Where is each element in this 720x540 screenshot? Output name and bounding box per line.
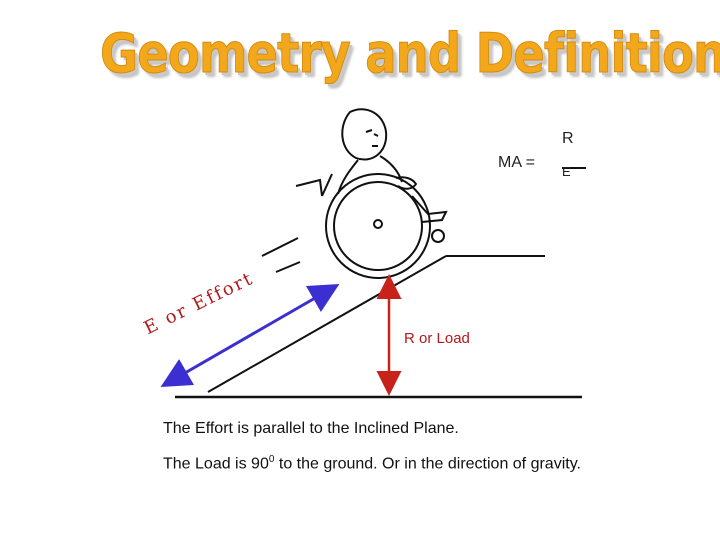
effort-arrow <box>160 284 340 387</box>
ma-formula-label: MA = <box>498 154 535 171</box>
caption-effort: The Effort is parallel to the Inclined P… <box>163 420 459 437</box>
load-label: R or Load <box>404 330 470 347</box>
wheelchair-rider <box>295 108 448 279</box>
caption-load-text-2: to the ground. Or in the direction of gr… <box>274 455 581 473</box>
formula-denominator: E <box>562 164 571 179</box>
formula-numerator: R <box>562 130 574 147</box>
caption-load: The Load is 900 to the ground. Or in the… <box>163 454 581 473</box>
caption-load-degree: 0 <box>268 454 275 465</box>
motion-lines <box>261 237 301 273</box>
caption-load-text: The Load is 90 <box>163 455 269 473</box>
